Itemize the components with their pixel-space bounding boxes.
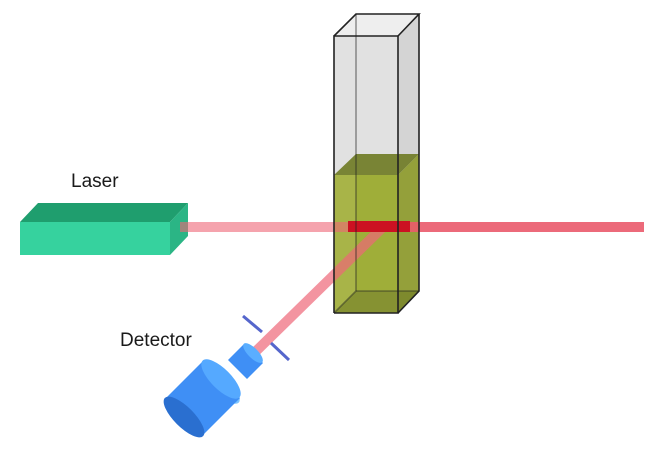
detector-label: Detector [120,330,192,351]
detector-face [201,359,241,399]
cuvette-glass-front [334,36,398,175]
cuvette-outline [333,13,421,314]
scattering-volume [348,221,410,232]
incident-beam [180,222,350,232]
cuvette-glass-top [334,14,419,36]
detector-body [165,361,240,436]
detector-nozzle-tip [243,343,263,363]
aperture-slit-upper [242,314,263,334]
laser-end-face [170,203,188,255]
cuvette-glass-side [398,14,419,175]
detector [163,343,263,438]
laser-top-face [20,203,188,222]
aperture-slit-lower [269,341,291,362]
laser-front-face [20,222,170,255]
laser-label: Laser [71,171,119,192]
scattered-beam [243,223,387,364]
liquid-side [398,154,419,313]
detector-body-end [163,396,205,438]
transmitted-beam [408,222,644,232]
laser-source [20,203,188,255]
detector-nozzle [228,344,263,379]
